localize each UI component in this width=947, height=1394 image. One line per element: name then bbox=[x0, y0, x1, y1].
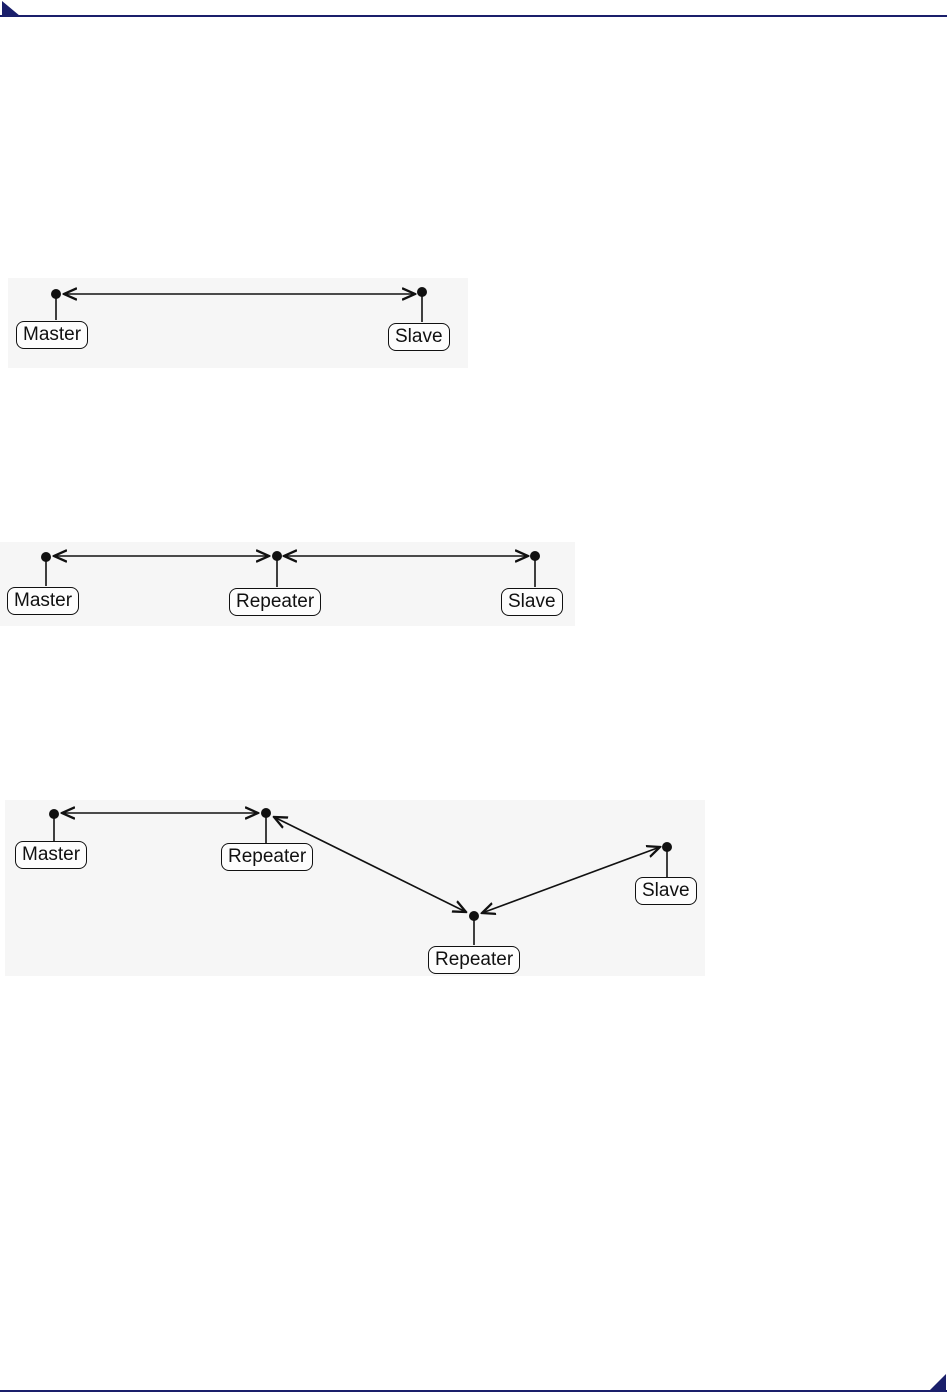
node-label-slave: Slave bbox=[388, 323, 450, 351]
diagram-master-repeater-slave: Master Repeater Slave bbox=[0, 542, 575, 626]
node-label-master: Master bbox=[15, 841, 87, 869]
node-label-repeater: Repeater bbox=[229, 588, 321, 616]
top-rule bbox=[0, 15, 947, 17]
diagram-master-slave: Master Slave bbox=[8, 278, 468, 368]
node-label-master: Master bbox=[7, 587, 79, 615]
node-label-slave: Slave bbox=[501, 588, 563, 616]
bottom-rule bbox=[0, 1390, 947, 1392]
diagram-3-links bbox=[5, 800, 705, 976]
node-label-repeater: Repeater bbox=[428, 946, 520, 974]
diagram-master-two-repeaters-slave: Master Repeater Repeater Slave bbox=[5, 800, 705, 976]
node-label-repeater: Repeater bbox=[221, 843, 313, 871]
node-label-slave: Slave bbox=[635, 877, 697, 905]
corner-triangle-icon bbox=[927, 1372, 947, 1392]
node-label-master: Master bbox=[16, 321, 88, 349]
link-line bbox=[482, 847, 660, 913]
